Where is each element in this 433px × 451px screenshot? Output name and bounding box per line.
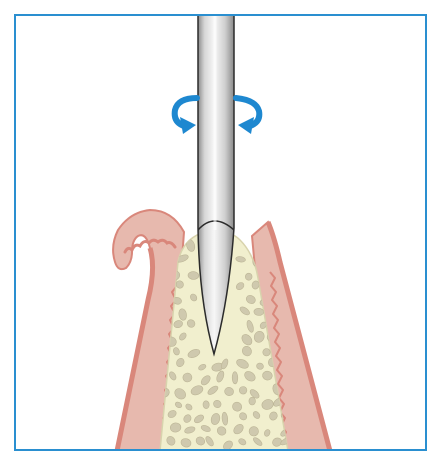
bone-trabecula [254,308,264,316]
bone-trabecula [249,397,256,405]
bone-trabecula [232,372,238,384]
bone-trabecula [203,401,210,409]
